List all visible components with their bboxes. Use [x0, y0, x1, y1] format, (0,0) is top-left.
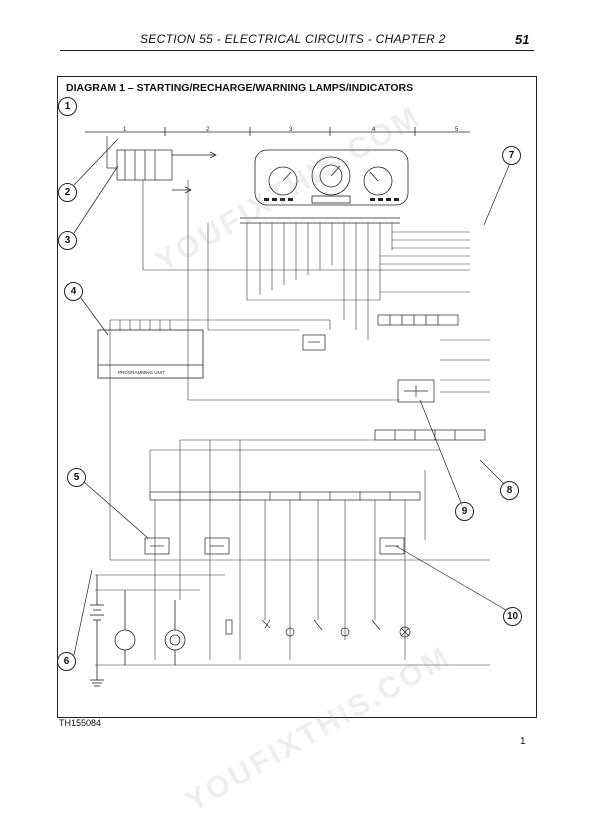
- callout-7: 7: [502, 146, 521, 165]
- callout-leaders: [73, 138, 511, 656]
- programming-unit: [97, 329, 204, 379]
- relay-k15: [397, 379, 435, 403]
- callout-9: 9: [455, 502, 474, 521]
- column-ruler: [85, 127, 470, 136]
- lower-fuse-row: [149, 491, 421, 501]
- header-rule: [60, 50, 534, 51]
- column-label-1: 1: [123, 127, 127, 133]
- cluster-connector: [240, 217, 400, 224]
- programming-unit-label: PROGRAMMING UNIT: [118, 370, 165, 375]
- callout-1: 1: [58, 97, 77, 116]
- relay-k7: [204, 537, 230, 555]
- column-label-4: 4: [372, 127, 376, 133]
- diagram-reference-code: TH155084: [59, 718, 102, 728]
- relay-k6: [379, 537, 405, 555]
- section-page-number: 51: [515, 32, 530, 47]
- right-output-wires: [380, 231, 490, 393]
- column-label-5: 5: [455, 127, 459, 133]
- footer-page-number: 1: [520, 736, 526, 747]
- lower-switches: [225, 619, 411, 638]
- relay-k3: [302, 334, 326, 351]
- column-label-2: 2: [206, 127, 210, 133]
- battery: [90, 575, 104, 687]
- callout-10: 10: [503, 607, 522, 626]
- relay-block-top: [106, 136, 217, 194]
- callout-4: 4: [64, 282, 83, 301]
- lower-wires: [95, 439, 490, 666]
- diagram-title: DIAGRAM 1 – STARTING/RECHARGE/WARNING LA…: [66, 82, 414, 94]
- cluster-lamps: [264, 198, 399, 201]
- callout-8: 8: [500, 481, 519, 500]
- callout-5: 5: [67, 468, 86, 487]
- callout-2: 2: [58, 183, 77, 202]
- fuse-strip-right: [374, 314, 486, 441]
- section-header-title: SECTION 55 - ELECTRICAL CIRCUITS - CHAPT…: [140, 32, 446, 46]
- relay-k4: [144, 537, 170, 555]
- alternator: [164, 600, 186, 665]
- callout-3: 3: [58, 231, 77, 250]
- diagram-frame: [57, 76, 537, 718]
- harness-wires: [109, 180, 470, 560]
- column-label-3: 3: [289, 127, 293, 133]
- instrument-cluster: [254, 149, 409, 206]
- callout-6: 6: [57, 652, 76, 671]
- starter-motor: [114, 590, 136, 665]
